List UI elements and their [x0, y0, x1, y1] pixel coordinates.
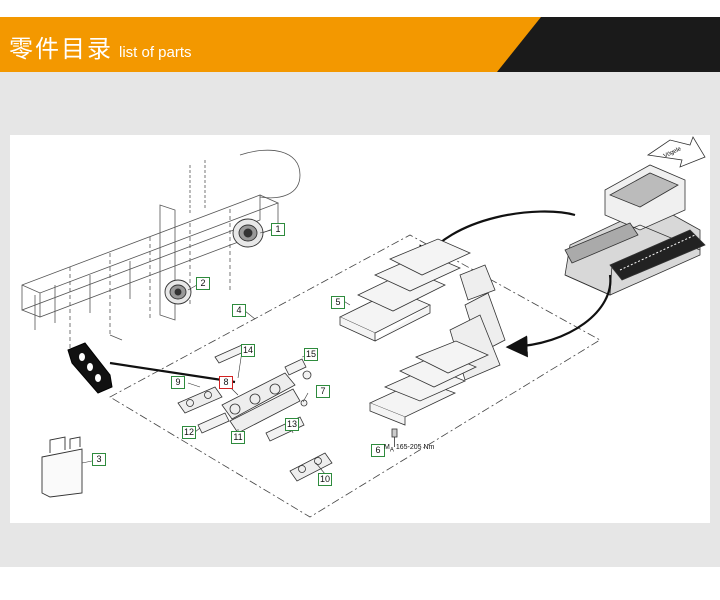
torque-value: 165-205 Nm — [395, 444, 435, 451]
header-dark-band — [497, 17, 720, 72]
rubber-track-pad — [67, 342, 113, 394]
page-title-english: list of parts — [119, 44, 192, 61]
torque-prefix: M — [384, 444, 390, 451]
rubber-pad-leader — [109, 361, 236, 384]
part-label-9[interactable]: 9 — [171, 376, 185, 389]
part-label-6[interactable]: 6 — [371, 444, 385, 457]
part-label-12[interactable]: 12 — [182, 426, 197, 439]
part-label-5[interactable]: 5 — [331, 296, 345, 309]
header-orange-band — [0, 17, 545, 72]
bushing-15 — [284, 358, 312, 380]
page-title: 零件目录 list of parts — [9, 29, 192, 64]
brand-sticker: Vögele — [646, 136, 706, 168]
exploded-view-drawing: Vögele — [21, 136, 706, 518]
pin-12 — [197, 412, 230, 434]
track-pads-side — [449, 264, 506, 381]
page-header: 零件目录 list of parts — [0, 17, 720, 72]
part-label-13[interactable]: 13 — [285, 418, 300, 431]
arrow-to-pads-lower — [505, 274, 612, 358]
screw-6 — [391, 428, 398, 447]
track-chain-link-8 — [221, 372, 301, 434]
part-label-15[interactable]: 15 — [304, 348, 319, 361]
assembly-outline — [109, 234, 601, 518]
part-label-14[interactable]: 14 — [241, 344, 256, 357]
undercarriage-frame — [21, 149, 301, 356]
part-label-2[interactable]: 2 — [196, 277, 210, 290]
part-label-11[interactable]: 11 — [231, 431, 245, 444]
track-pads-lower — [368, 340, 489, 426]
part-label-10[interactable]: 10 — [318, 473, 333, 486]
chain-link-10 — [289, 452, 333, 482]
part-label-3[interactable]: 3 — [92, 453, 106, 466]
nut-7 — [300, 399, 308, 407]
asphalt-paver — [564, 164, 706, 296]
part-label-7[interactable]: 7 — [316, 385, 330, 398]
chain-link-9 — [177, 386, 223, 414]
torque-spec: MA 165-205 Nm — [384, 444, 434, 453]
part-label-4[interactable]: 4 — [232, 304, 246, 317]
part-label-8-highlighted[interactable]: 8 — [219, 376, 233, 389]
parts-diagram: Vögele — [10, 135, 710, 523]
track-pads-upper — [339, 238, 471, 342]
part-label-1[interactable]: 1 — [271, 223, 285, 236]
bottom-roller-2 — [164, 279, 192, 305]
page-title-chinese: 零件目录 — [9, 35, 113, 63]
torque-subscript: A — [389, 447, 394, 454]
idler-wheel-1 — [232, 218, 264, 248]
oil-canister — [41, 436, 83, 498]
